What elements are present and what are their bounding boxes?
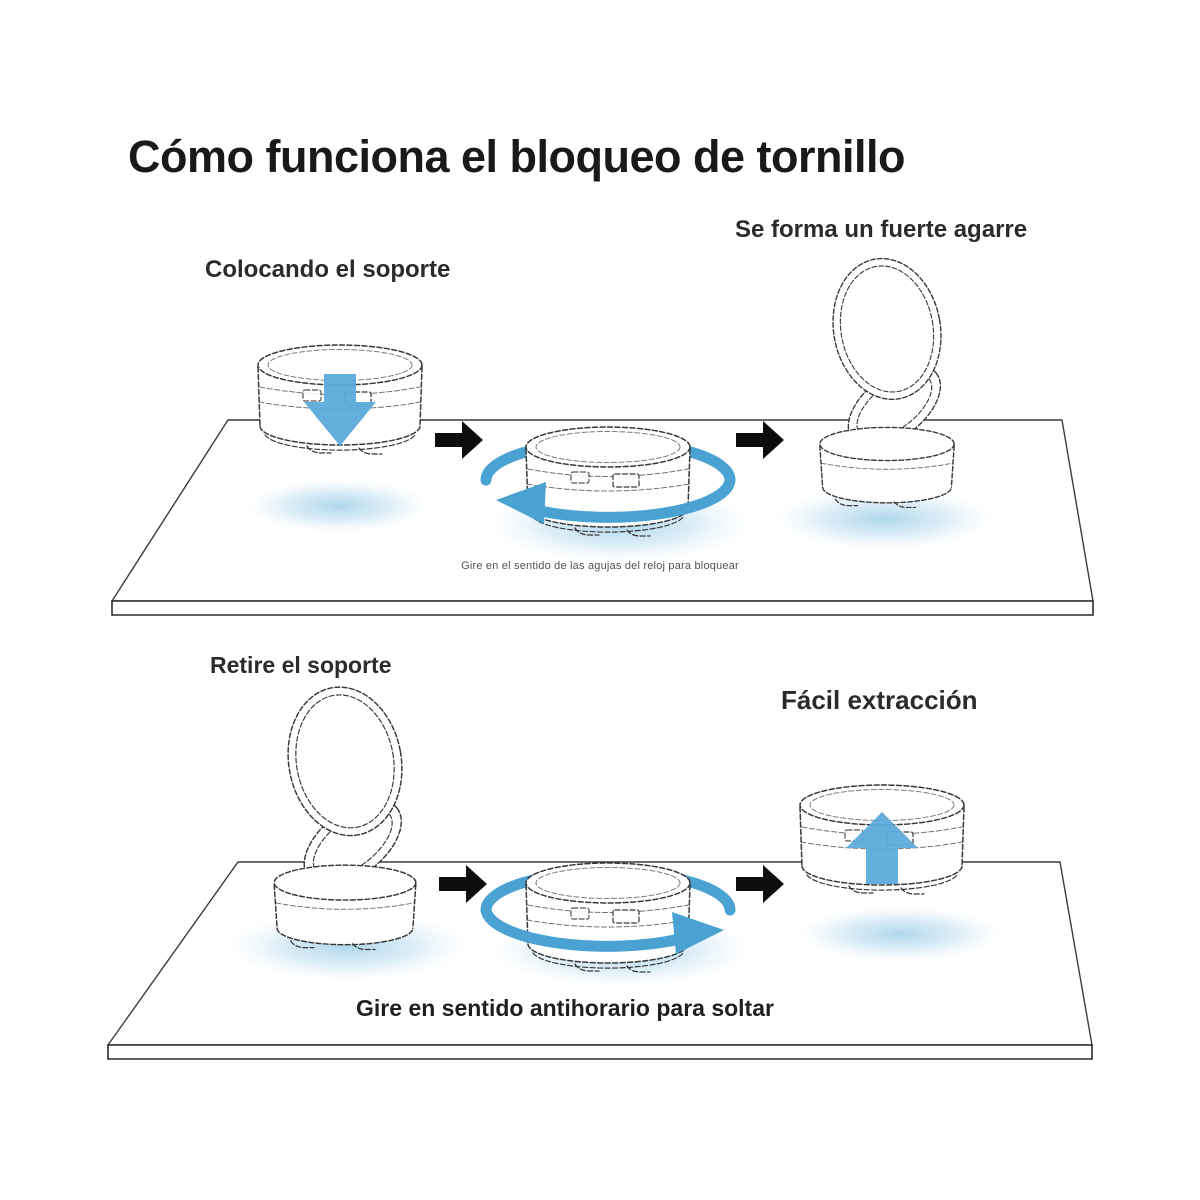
mount-base-rotate-ccw-illustration [480, 862, 736, 973]
shadow-glow [800, 907, 1000, 961]
step-label-place-mount: Colocando el soporte [205, 256, 451, 283]
shadow-glow [776, 489, 992, 549]
mount-base-place-illustration [257, 344, 423, 455]
step-label-remove-mount: Retire el soporte [210, 652, 392, 678]
caption-rotate-clockwise: Gire en el sentido de las agujas del rel… [461, 560, 739, 572]
ring-stand-illustration [819, 249, 956, 509]
blue-rotation-arrow-clockwise [522, 474, 736, 523]
blue-rotation-arrow-counterclockwise [480, 904, 690, 952]
release-section-artwork [106, 677, 1093, 1060]
rotate-clockwise-arrowhead-icon [496, 482, 546, 524]
mount-base-rotate-cw-illustration [480, 426, 736, 537]
result-label-strong-grip: Se forma un fuerte agarre [735, 216, 1028, 243]
arrow-down-icon [304, 374, 376, 446]
ring-stand-illustration [273, 677, 418, 951]
mount-base-release-illustration [799, 784, 965, 895]
rotate-counterclockwise-arrowhead-icon [672, 912, 724, 954]
lock-section-artwork [110, 249, 1094, 616]
result-label-easy-removal: Fácil extracción [781, 685, 978, 715]
page-title: Cómo funciona el bloqueo de tornillo [128, 131, 905, 182]
shadow-glow [248, 480, 428, 532]
arrow-up-icon [846, 812, 918, 884]
caption-rotate-counterclockwise: Gire en sentido antihorario para soltar [356, 995, 774, 1021]
